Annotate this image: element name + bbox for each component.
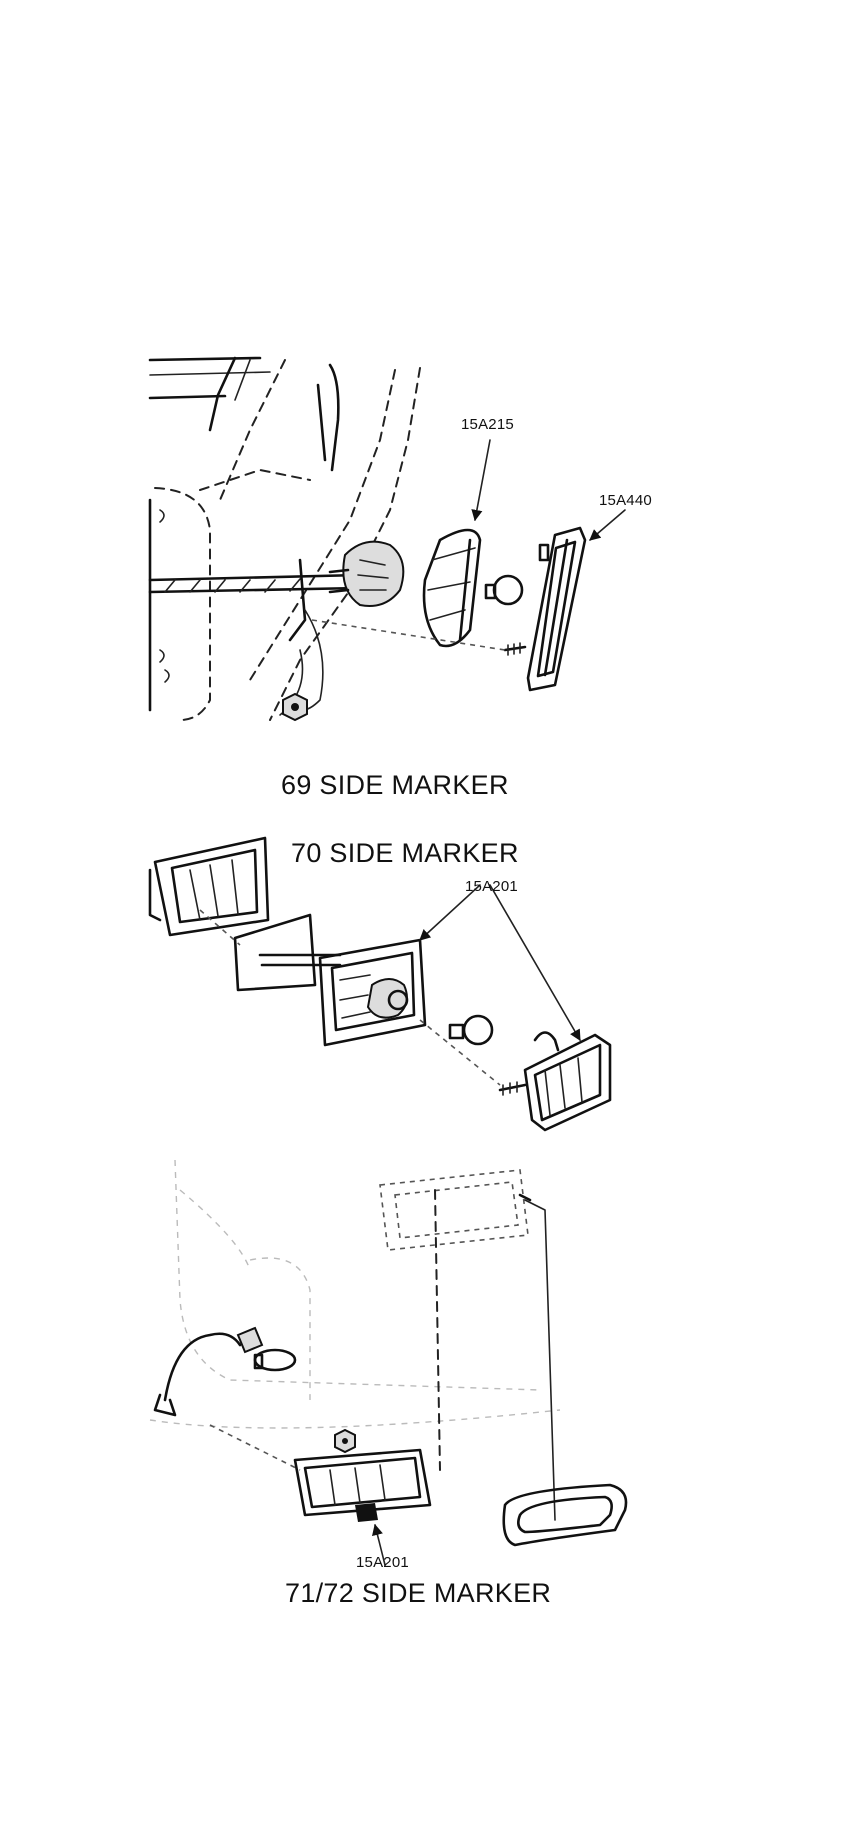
- figure-71-72-side-marker: [149, 1159, 628, 1566]
- part-label-15a440: 15A440: [599, 492, 652, 509]
- caption-71-72-side-marker: 71/72 SIDE MARKER: [285, 1578, 552, 1608]
- figure-70-side-marker: [148, 836, 612, 1132]
- figure-69-side-marker: [148, 356, 626, 722]
- part-label-15a215: 15A215: [461, 416, 514, 433]
- caption-70-side-marker: 70 SIDE MARKER: [291, 838, 519, 868]
- caption-69-side-marker: 69 SIDE MARKER: [281, 770, 509, 800]
- part-label-15a201-fig3: 15A201: [356, 1554, 409, 1571]
- part-label-15a201-fig2: 15A201: [465, 878, 518, 895]
